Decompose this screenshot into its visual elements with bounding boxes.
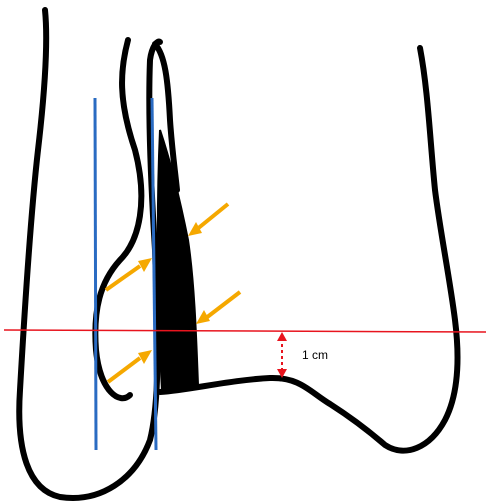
blue-line-right bbox=[152, 98, 156, 450]
talus-outline bbox=[160, 48, 458, 451]
measure-arrow bbox=[277, 332, 287, 378]
black-wedge bbox=[158, 130, 198, 390]
left-bone-outline bbox=[19, 10, 160, 498]
measure-label: 1 cm bbox=[302, 348, 328, 362]
blue-line-left bbox=[95, 98, 96, 450]
arrow-lower-right bbox=[196, 292, 240, 324]
arrow-upper-right bbox=[188, 204, 228, 236]
arrow-lower-left bbox=[108, 350, 152, 382]
red-reference-line bbox=[4, 330, 486, 332]
fibula-outline bbox=[95, 40, 141, 398]
